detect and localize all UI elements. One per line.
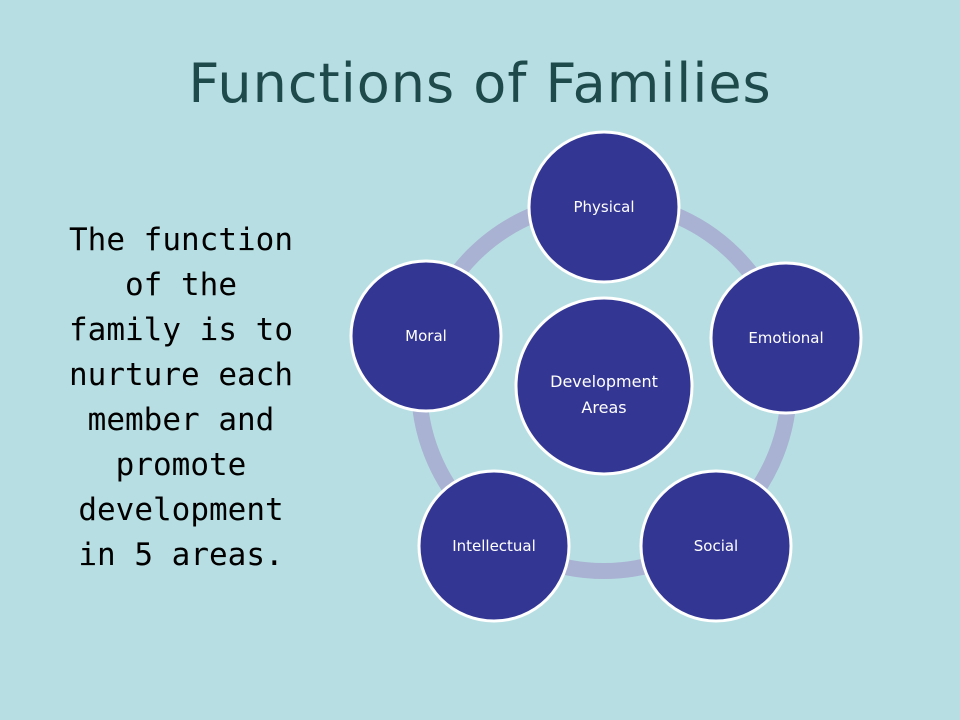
node-intellectual: Intellectual [417, 469, 571, 623]
center-node: Development Areas [514, 296, 694, 476]
center-label-line1: Development [550, 372, 658, 391]
body-text: The function of the family is to nurture… [69, 222, 293, 573]
node-emotional: Emotional [709, 261, 863, 415]
slide-title: Functions of Families [188, 52, 772, 115]
node-social: Social [639, 469, 793, 623]
node-moral: Moral [349, 259, 503, 413]
node-physical: Physical [527, 130, 681, 284]
center-label-line2: Areas [581, 398, 626, 417]
node-label-social: Social [694, 537, 738, 555]
node-label-intellectual: Intellectual [452, 537, 536, 555]
node-label-physical: Physical [573, 198, 634, 216]
node-label-moral: Moral [405, 327, 447, 345]
node-label-emotional: Emotional [748, 329, 823, 347]
